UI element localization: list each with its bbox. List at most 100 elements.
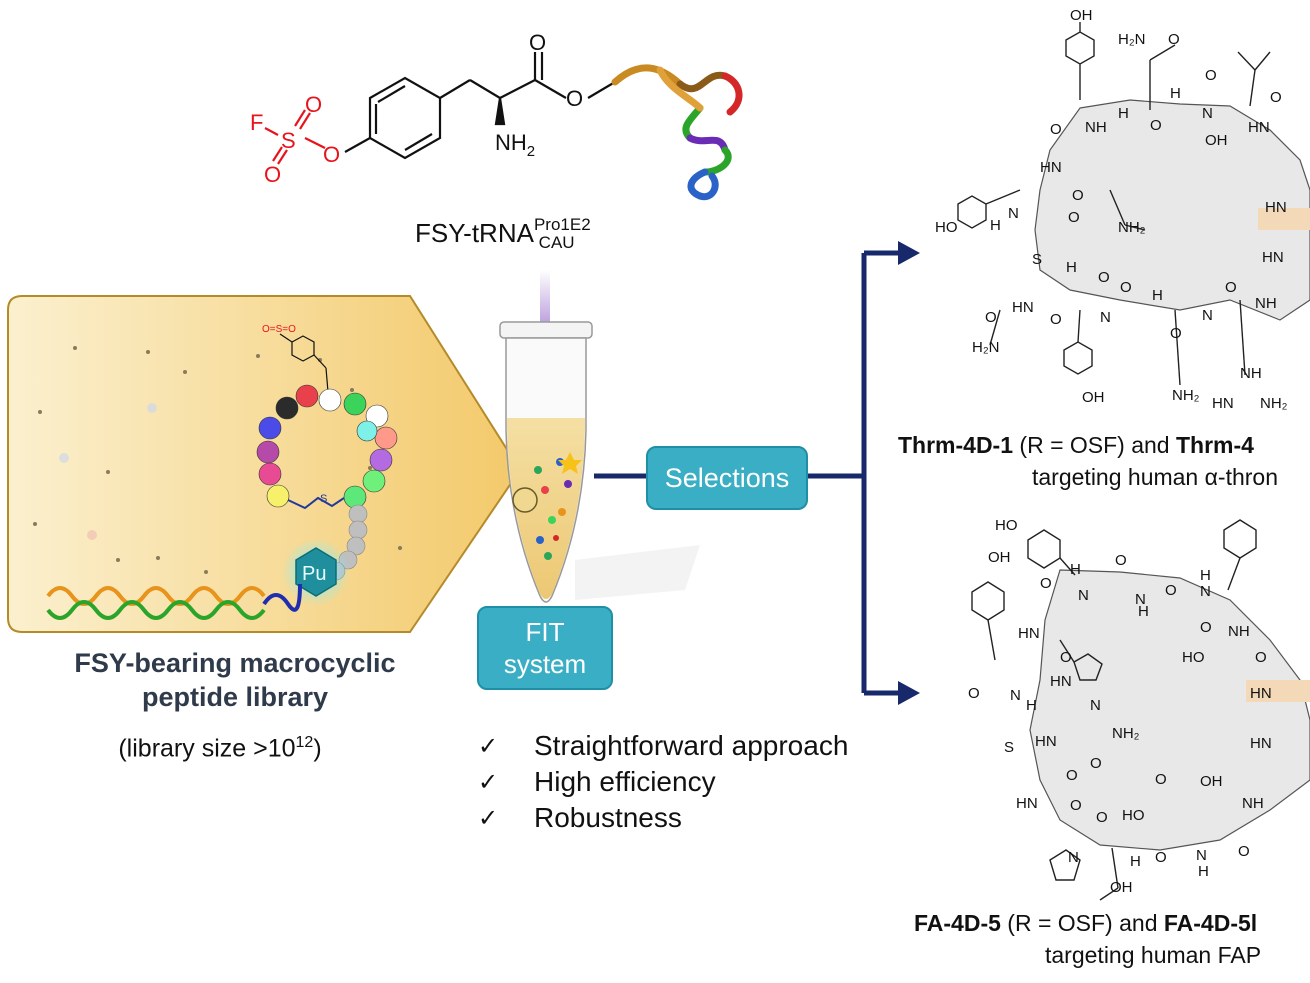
arrow-to-thrombin	[898, 241, 920, 265]
svg-text:O: O	[1225, 279, 1237, 296]
svg-text:O: O	[1270, 89, 1282, 106]
svg-text:O: O	[1050, 121, 1062, 138]
svg-text:O: O	[1238, 843, 1250, 860]
advantages-list: ✓ Straightforward approach ✓ High effici…	[478, 728, 848, 836]
fluorine-atom: F	[250, 110, 263, 135]
mini-osf-label: O=S=O	[262, 324, 296, 335]
svg-text:HN: HN	[1265, 199, 1287, 216]
svg-text:S: S	[1004, 739, 1014, 756]
svg-text:N: N	[1135, 591, 1146, 608]
oxygen-atom-bridge: O	[323, 142, 340, 167]
svg-text:O: O	[1168, 31, 1180, 48]
svg-text:H: H	[1152, 287, 1163, 304]
svg-text:NH: NH	[1242, 795, 1264, 812]
svg-text:HN: HN	[1262, 249, 1284, 266]
particle-gray	[59, 453, 69, 463]
library-particles	[33, 346, 402, 574]
svg-text:NH₂: NH₂	[1118, 219, 1146, 236]
svg-text:N: N	[1202, 307, 1213, 324]
library-title: FSY-bearing macrocyclic peptide library	[74, 648, 396, 712]
macrocycle-fap	[1029, 569, 1310, 851]
svg-text:O: O	[1155, 849, 1167, 866]
svg-text:N: N	[1010, 687, 1021, 704]
svg-text:O: O	[1090, 755, 1102, 772]
check-icon: ✓	[478, 732, 499, 760]
svg-text:H: H	[1066, 259, 1077, 276]
thrombin-substituents	[957, 22, 1271, 386]
svg-text:O: O	[1040, 575, 1052, 592]
advantage-item: ✓ Robustness	[478, 800, 848, 836]
svg-text:HN: HN	[1035, 733, 1057, 750]
fap-product-name: FA-4D-5 (R = OSF) and FA-4D-5l	[914, 910, 1258, 936]
svg-text:O: O	[1205, 67, 1217, 84]
tube-shadow	[575, 545, 700, 600]
svg-text:OH: OH	[1205, 132, 1228, 149]
svg-text:O: O	[1165, 582, 1177, 599]
svg-text:O: O	[1070, 797, 1082, 814]
svg-text:O: O	[1072, 187, 1084, 204]
svg-text:HO: HO	[1122, 807, 1145, 824]
svg-text:HO: HO	[1182, 649, 1205, 666]
sulfur-atom: S	[281, 128, 296, 153]
svg-text:HN: HN	[1248, 119, 1270, 136]
arrow-to-fap	[898, 681, 920, 705]
svg-text:HN: HN	[1016, 795, 1038, 812]
svg-text:OH: OH	[1200, 773, 1223, 790]
puromycin-label: Pu	[302, 563, 326, 585]
svg-text:H: H	[1070, 561, 1081, 578]
highlight-thrombin	[1258, 208, 1310, 230]
svg-text:H: H	[1200, 567, 1211, 584]
selections-box: Selections	[646, 446, 808, 510]
advantage-item: ✓ Straightforward approach	[478, 728, 848, 764]
mini-fsy-sidechain	[279, 333, 329, 393]
svg-text:N: N	[1008, 205, 1019, 222]
carbonyl-oxygen: O	[529, 30, 546, 55]
tube-beads	[534, 452, 582, 560]
particle-blue	[147, 403, 157, 413]
svg-text:O: O	[1066, 767, 1078, 784]
thioether-linker	[287, 496, 345, 510]
svg-text:OH: OH	[988, 549, 1011, 566]
library-panel	[7, 295, 522, 633]
svg-text:O: O	[1150, 117, 1162, 134]
puromycin-hexagon	[295, 547, 337, 597]
svg-text:HN: HN	[1250, 735, 1272, 752]
svg-text:O: O	[968, 685, 980, 702]
svg-text:HN: HN	[1012, 299, 1034, 316]
sulfonyl-fluoride-group	[264, 109, 311, 165]
amine-group: NH2	[495, 130, 535, 160]
svg-text:H: H	[1198, 863, 1209, 880]
particle-pink	[87, 530, 97, 540]
macrocycle-thrombin	[1034, 99, 1310, 321]
svg-text:HN: HN	[1250, 685, 1272, 702]
trna-ribbon-icon	[611, 64, 743, 201]
svg-text:O: O	[1170, 325, 1182, 342]
svg-text:H: H	[1130, 853, 1141, 870]
selection-connectors	[594, 250, 900, 696]
svg-text:H: H	[1170, 85, 1181, 102]
svg-text:O: O	[1060, 649, 1072, 666]
oxygen-atom-bottom: O	[264, 162, 281, 187]
svg-text:OH: OH	[1070, 7, 1093, 24]
svg-text:HO: HO	[935, 219, 958, 236]
svg-text:N: N	[1068, 849, 1079, 866]
svg-text:NH: NH	[1085, 119, 1107, 136]
svg-text:H: H	[1138, 603, 1149, 620]
ester-oxygen: O	[566, 86, 583, 111]
svg-text:H₂N: H₂N	[1118, 31, 1146, 48]
svg-text:H: H	[1118, 105, 1129, 122]
check-icon: ✓	[478, 768, 499, 796]
svg-text:HN: HN	[1040, 159, 1062, 176]
svg-text:O: O	[1050, 311, 1062, 328]
sulfur-label: S	[320, 493, 327, 505]
svg-text:O: O	[985, 309, 997, 326]
fsy-trna-structure	[304, 52, 616, 160]
library-size: (library size >1012)	[118, 734, 322, 763]
svg-text:HN: HN	[1018, 625, 1040, 642]
svg-text:O: O	[1068, 209, 1080, 226]
highlight-fap	[1246, 680, 1310, 702]
thrombin-target: targeting human α-thron	[1032, 464, 1278, 490]
